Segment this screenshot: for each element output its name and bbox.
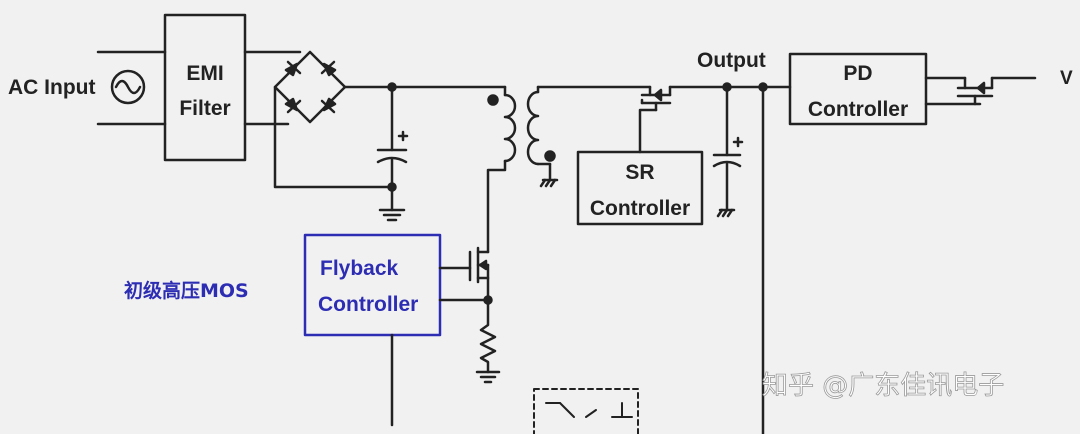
watermark-text: 知乎 @广东佳讯电子 [762, 371, 1004, 401]
pd-label-line1: PD [843, 62, 872, 85]
flyback-controller-box [303, 233, 442, 337]
sr-label-line2: Controller [590, 197, 690, 220]
flyback-label-line2: Controller [318, 293, 418, 316]
pd-controller-box [788, 52, 928, 126]
junction-dot [387, 82, 397, 92]
ground-icon [378, 208, 406, 222]
ac-input-label: AC Input [8, 76, 95, 99]
sr-label-line1: SR [625, 161, 654, 184]
emi-filter-box [163, 13, 247, 162]
primary-mos-label: 初级高压MOS [124, 279, 249, 302]
pd-label-line2: Controller [808, 98, 908, 121]
vbus-label: V [1060, 68, 1073, 89]
transformer-primary-icon [486, 93, 517, 254]
transformer-secondary-icon [526, 85, 652, 182]
flyback-label-line1: Flyback [320, 257, 399, 280]
primary-mosfet-icon [438, 246, 490, 302]
chassis-ground-icon [539, 178, 559, 188]
emi-label-line1: EMI [186, 62, 223, 85]
optocoupler-icon [533, 388, 639, 434]
sr-mosfet-icon [638, 85, 729, 154]
sr-controller-box [576, 150, 704, 226]
output-label: Output [697, 49, 766, 72]
bridge-rectifier-icon [273, 50, 347, 124]
vbus-mosfet-icon [956, 76, 1037, 106]
emi-label-line2: Filter [179, 97, 230, 120]
output-capacitor-icon [712, 85, 744, 218]
polarity-dot [487, 94, 499, 106]
hv-bus-line [343, 85, 507, 97]
polarity-dot [544, 150, 556, 162]
ac-source-icon [110, 69, 146, 105]
ac-input-lines [96, 50, 167, 126]
sense-resistor-icon [479, 298, 497, 374]
bridge-return-line [273, 85, 394, 189]
junction-dot [387, 182, 397, 192]
ground-icon [475, 370, 501, 384]
